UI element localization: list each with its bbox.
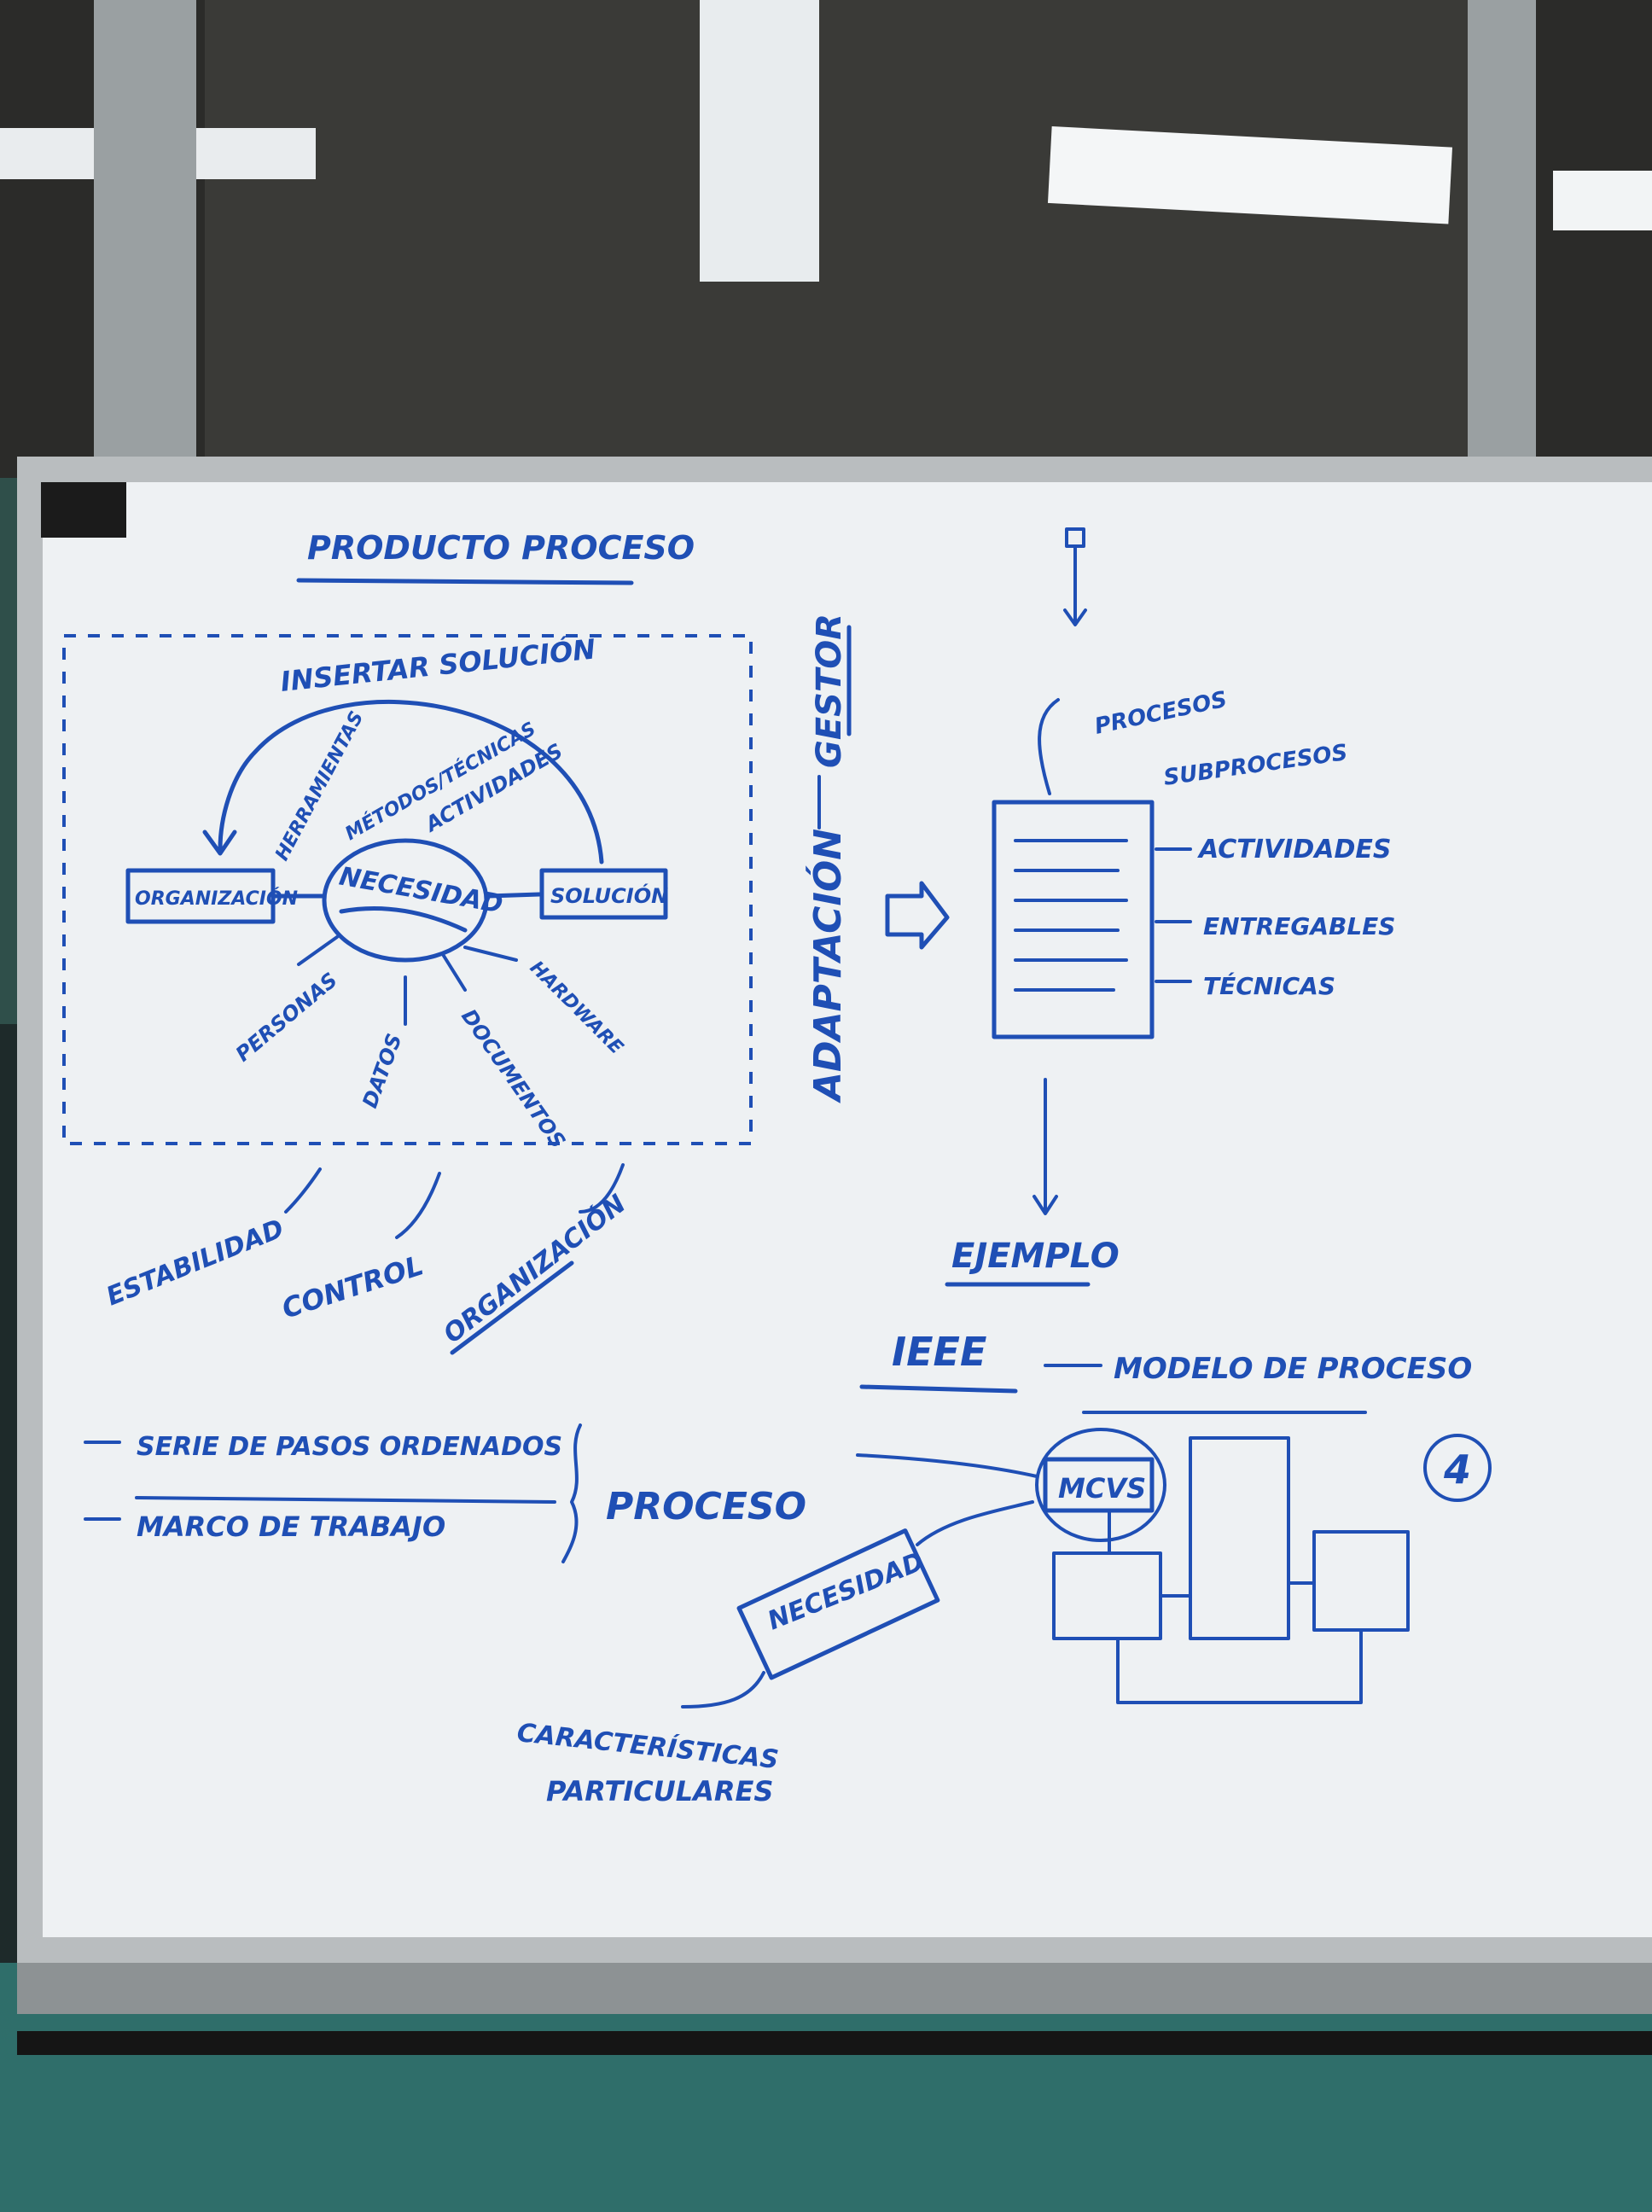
bullet-1-underline xyxy=(135,1496,556,1504)
necesidad-box xyxy=(736,1528,940,1680)
window-pillar-left xyxy=(94,0,196,478)
brace xyxy=(561,1423,582,1563)
mcvs-box xyxy=(1043,1457,1155,1513)
incoming-arrow xyxy=(856,1453,1038,1478)
arrow-personas xyxy=(297,935,339,966)
dashed-box xyxy=(62,634,753,1145)
necesidad-underline xyxy=(339,906,468,933)
board-tray xyxy=(17,1963,1652,2014)
modelo-label: MODELO DE PROCESO xyxy=(1114,1352,1472,1386)
window-pillar-right xyxy=(1468,0,1536,478)
loop-connector xyxy=(1116,1630,1363,1704)
organizacion-label: ORGANIZACIÓN xyxy=(135,888,298,910)
top-arrowhead xyxy=(1063,608,1087,626)
ceiling-tile-area xyxy=(205,0,1468,461)
tilde-3 xyxy=(579,1163,625,1214)
title-text: PRODUCTO PROCESO xyxy=(307,529,695,567)
solucion-label: SOLUCIÓN xyxy=(550,882,668,908)
tilde-2 xyxy=(395,1172,441,1239)
doc-actividades: ACTIVIDADES xyxy=(1197,835,1391,864)
doc-tecnicas: TÉCNICAS xyxy=(1203,971,1335,1000)
magnet xyxy=(41,482,126,538)
procesos-arrow xyxy=(1038,698,1060,795)
necesidad-to-mcvs xyxy=(916,1500,1034,1546)
vertical-adaptacion: ADAPTACIÓN xyxy=(805,829,850,1103)
insert-arc xyxy=(218,699,604,864)
number-4: 4 xyxy=(1443,1447,1471,1493)
ceiling-light-1 xyxy=(700,0,819,282)
caracteristicas-arrow xyxy=(681,1671,765,1708)
ceiling-light-4 xyxy=(1553,171,1652,230)
vertical-gestor: GESTOR xyxy=(810,614,849,768)
document-icon xyxy=(992,800,1155,1039)
bullet-2: MARCO DE TRABAJO xyxy=(137,1511,445,1543)
doc-entregables: ENTREGABLES xyxy=(1203,912,1395,940)
ejemplo-label: EJEMPLO xyxy=(951,1237,1120,1276)
arrow-documentos xyxy=(442,954,467,992)
necesidad-to-solucion xyxy=(486,892,542,899)
bullet-1: SERIE DE PASOS ORDENADOS xyxy=(137,1432,562,1462)
necesidad-node xyxy=(322,838,489,963)
doc-down-arrowhead xyxy=(1032,1195,1058,1215)
board-rail xyxy=(17,2031,1652,2055)
ieee-label: IEEE xyxy=(892,1329,986,1375)
mcvs-label: MCVS xyxy=(1058,1472,1146,1505)
tilde-1 xyxy=(284,1167,322,1214)
caracteristicas-line2: PARTICULARES xyxy=(546,1775,773,1807)
brace-label: PROCESO xyxy=(606,1485,806,1528)
double-arrow xyxy=(885,881,950,950)
outcome-underline xyxy=(450,1260,574,1355)
tall-box xyxy=(1189,1436,1290,1640)
mcvs-circle xyxy=(1035,1428,1166,1542)
ceiling-light-2 xyxy=(1047,126,1453,224)
ieee-underline xyxy=(859,1384,1018,1394)
title-underline xyxy=(296,578,634,585)
insert-arrowhead xyxy=(202,830,237,856)
solucion-box xyxy=(539,868,668,920)
number-circle xyxy=(1423,1434,1492,1502)
arrow-hardware xyxy=(463,946,518,962)
